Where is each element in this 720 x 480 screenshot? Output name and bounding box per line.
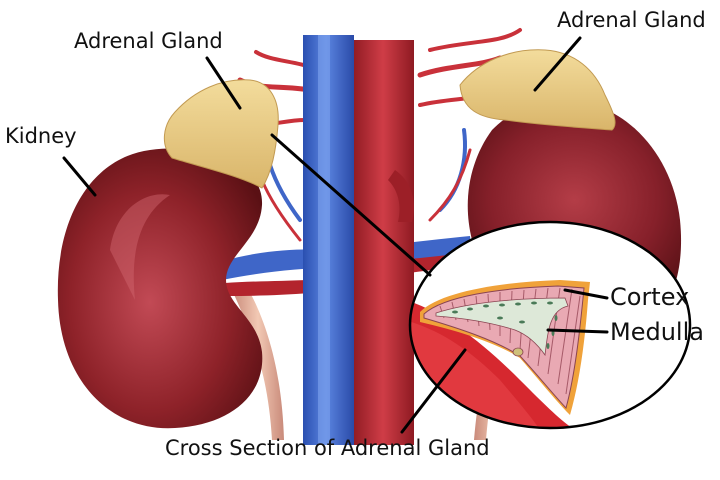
- leader-medulla: [548, 330, 607, 332]
- vena-cava-highlight: [318, 35, 330, 445]
- aorta: [352, 40, 414, 445]
- adrenal-gland-label-right: Adrenal Gland: [557, 10, 706, 31]
- medulla-label: Medulla: [610, 320, 704, 344]
- adrenal-gland-label-left: Adrenal Gland: [74, 31, 223, 52]
- kidney-label: Kidney: [5, 126, 77, 147]
- cross-section-label: Cross Section of Adrenal Gland: [165, 438, 490, 459]
- leader-kidney: [64, 158, 95, 195]
- cortex-label: Cortex: [610, 285, 689, 309]
